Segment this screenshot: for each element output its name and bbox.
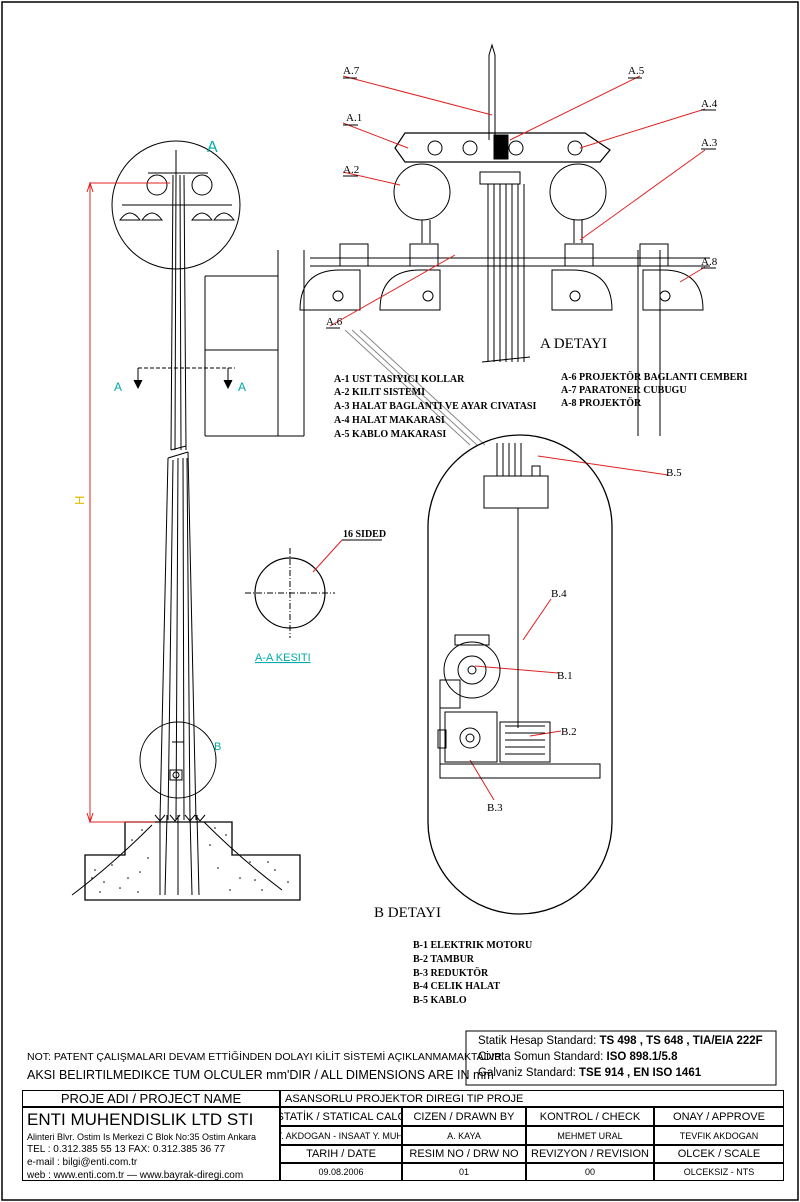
height-dimension — [86, 181, 170, 824]
callout-a6: A.6 — [326, 316, 343, 328]
drawn-by-value: A. KAYA — [402, 1126, 526, 1145]
drw-no-value: 01 — [402, 1163, 526, 1181]
b-legend-3: B-3 REDUKTÖR — [413, 966, 489, 979]
section-aa — [245, 539, 382, 638]
check-label: KONTROL / CHECK — [526, 1107, 654, 1126]
b-legend-1: B-1 ELEKTRIK MOTORU — [413, 940, 532, 951]
callout-b1: B.1 — [557, 670, 573, 682]
callout-a2: A.2 — [343, 164, 359, 176]
detail-a-marker: A — [207, 139, 218, 156]
company-address: Alinteri Blvr. Ostim Is Merkezi C Blok N… — [27, 1132, 257, 1142]
a-legend-left-5: A-5 KABLO MAKARASI — [334, 429, 446, 440]
a-detail-title: A DETAYI — [540, 336, 607, 352]
a-legend-right-3: A-8 PROJEKTÖR — [561, 396, 642, 409]
company-email: e-mail : bilgi@enti.com.tr — [27, 1157, 138, 1168]
callout-b2: B.2 — [561, 726, 577, 738]
static-calc-label: STATİK / STATICAL CALC — [280, 1107, 402, 1126]
project-name: ASANSORLU PROJEKTOR DIREGI TIP PROJE — [280, 1090, 784, 1107]
standard-galvaniz: Galvaniz Standard: TSE 914 , EN ISO 1461 — [478, 1067, 702, 1079]
detail-b-circle — [139, 721, 217, 799]
detail-a-drawing — [204, 43, 710, 446]
a-legend-left-3: A-3 HALAT BAGLANTI VE AYAR CIVATASI — [334, 401, 536, 412]
callout-a4: A.4 — [701, 98, 718, 110]
callout-a1: A.1 — [346, 112, 362, 124]
project-name-label: PROJE ADI / PROJECT NAME — [22, 1090, 280, 1107]
a-legend-left-4: A-4 HALAT MAKARASI — [334, 415, 445, 426]
approve-value: TEVFIK AKDOGAN — [654, 1126, 784, 1145]
pole-elevation — [71, 140, 301, 901]
b-legend-5: B-5 KABLO — [413, 995, 467, 1006]
b-legend-2: B-2 TAMBUR — [413, 954, 475, 965]
date-value: 09.08.2006 — [280, 1163, 402, 1181]
revision-value: 00 — [526, 1163, 654, 1181]
callout-a8: A.8 — [701, 256, 718, 268]
callout-b5: B.5 — [666, 467, 682, 479]
company-phone: TEL : 0.312.385 55 13 FAX: 0.312.385 36 … — [27, 1144, 226, 1155]
height-dim-label: H — [72, 496, 87, 505]
company-block: ENTI MUHENDISLIK LTD STI Alinteri Blvr. … — [22, 1107, 280, 1181]
detail-a-underlines — [326, 77, 716, 329]
detail-b-drawing — [427, 434, 613, 915]
drw-no-label: RESIM NO / DRW NO — [402, 1145, 526, 1163]
title-block: PROJE ADI / PROJECT NAME ASANSORLU PROJE… — [22, 1030, 784, 1182]
sided-label: 16 SIDED — [343, 529, 386, 540]
revision-label: REVIZYON / REVISION — [526, 1145, 654, 1163]
company-web: web : www.enti.com.tr — www.bayrak-direg… — [27, 1170, 244, 1181]
a-legend-left-1: A-1 UST TASIYICI KOLLAR — [334, 374, 465, 385]
scale-label: OLCEK / SCALE — [654, 1145, 784, 1163]
dimensions-note: AKSI BELIRTILMEDIKCE TUM OLCULER mm'DIR … — [27, 1068, 494, 1082]
callout-b4: B.4 — [551, 588, 567, 600]
b-detail-title: B DETAYI — [374, 905, 441, 921]
detail-b-marker: B — [214, 741, 221, 753]
a-legend-right-2: A-7 PARATONER CUBUGU — [561, 385, 687, 396]
callout-a5: A.5 — [628, 65, 645, 77]
concrete-hatch — [91, 827, 289, 893]
date-label: TARIH / DATE — [280, 1145, 402, 1163]
callout-b3: B.3 — [487, 802, 503, 814]
standard-static: Statik Hesap Standard: TS 498 , TS 648 ,… — [478, 1035, 763, 1047]
approve-label: ONAY / APPROVE — [654, 1107, 784, 1126]
drawn-by-label: CIZEN / DRAWN BY — [402, 1107, 526, 1126]
detail-a-leaders — [329, 75, 706, 801]
section-marker-right: A — [238, 380, 246, 394]
section-marker-left: A — [114, 380, 122, 394]
static-calc-value: T. AKDOGAN - INSAAT Y. MUH. — [280, 1126, 402, 1145]
check-value: MEHMET URAL — [526, 1126, 654, 1145]
company-name: ENTI MUHENDISLIK LTD STI — [27, 1110, 254, 1129]
standard-bolt: Civata Somun Standard: ISO 898.1/5.8 — [478, 1051, 678, 1063]
callout-a7: A.7 — [343, 65, 360, 77]
a-legend-left-2: A-2 KILIT SISTEMI — [334, 387, 425, 398]
standards-box — [465, 1030, 777, 1086]
section-title: A-A KESITI — [255, 652, 311, 664]
patent-note: NOT: PATENT ÇALIŞMALARI DEVAM ETTİĞİNDEN… — [27, 1051, 505, 1063]
a-legend-right-1: A-6 PROJEKTÖR BAGLANTI CEMBERI — [561, 370, 748, 383]
b-legend-4: B-4 CELIK HALAT — [413, 981, 500, 992]
scale-value: OLCEKSIZ - NTS — [654, 1163, 784, 1181]
callout-a3: A.3 — [701, 137, 718, 149]
